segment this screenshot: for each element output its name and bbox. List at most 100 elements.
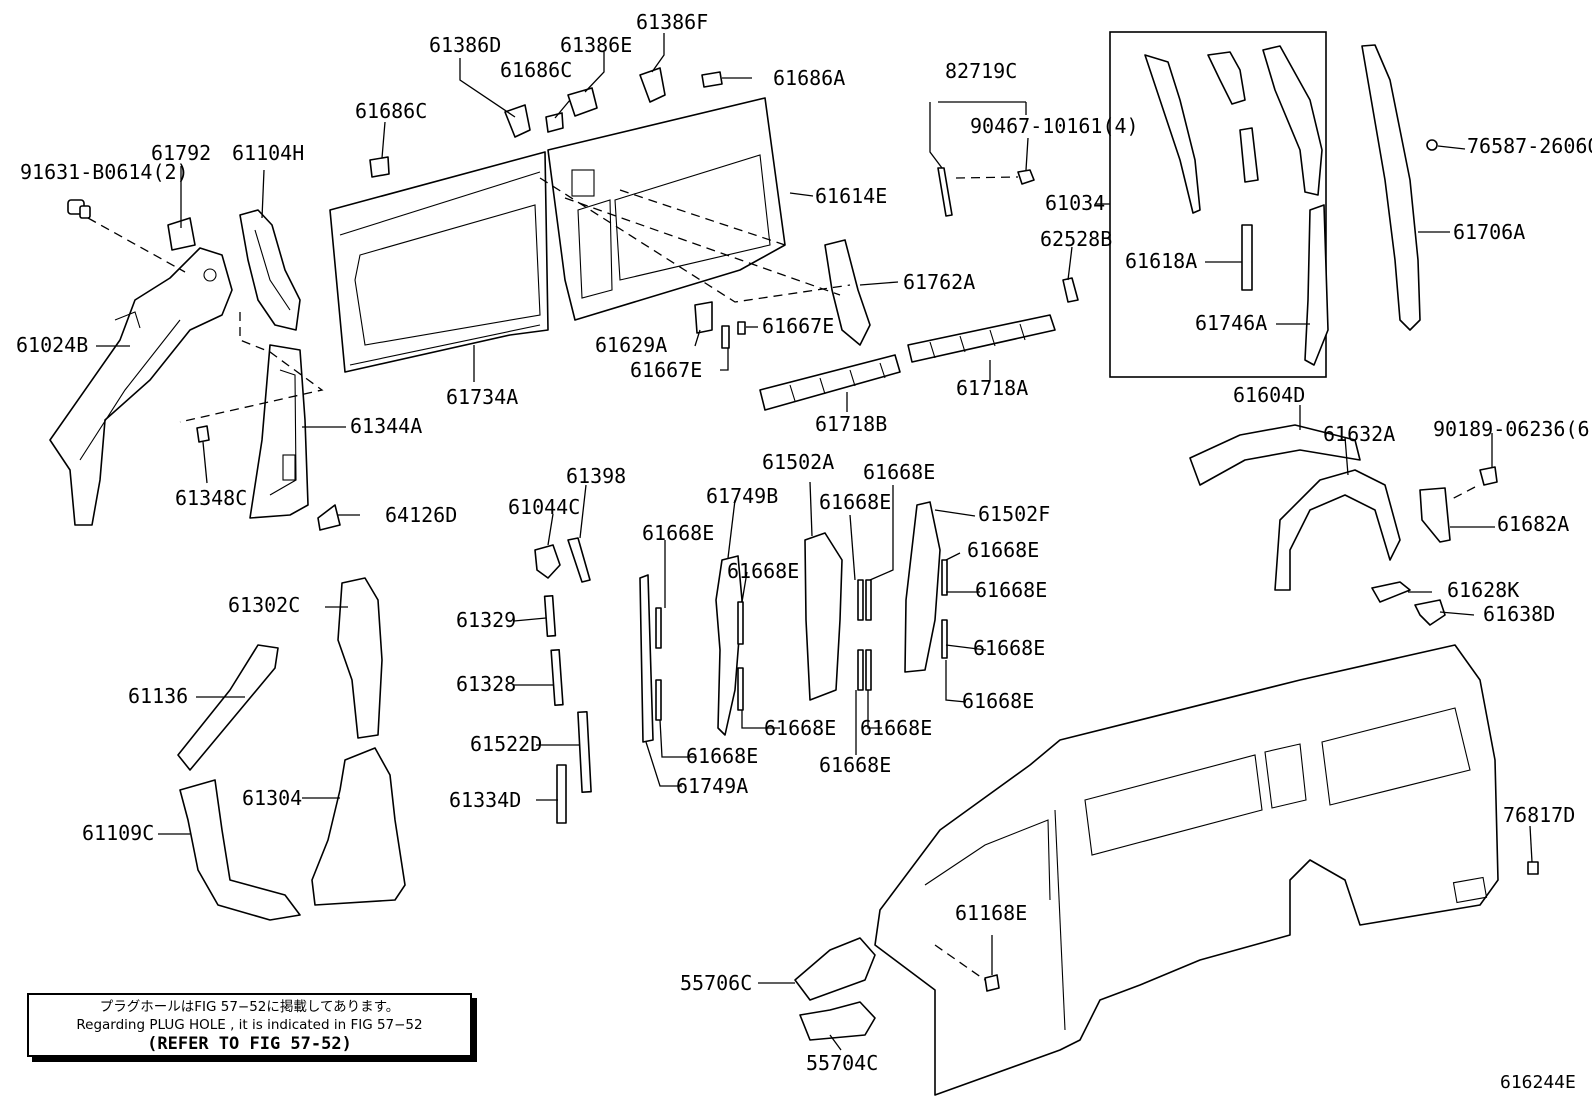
part-61682A — [1419, 487, 1451, 543]
part-61386F — [639, 67, 666, 103]
part-61034-a — [1144, 54, 1201, 214]
dashed-alignment-lines — [87, 176, 1476, 981]
part-55706C — [794, 937, 876, 1001]
label-61136: 61136 — [128, 684, 188, 708]
part-61792 — [167, 217, 196, 251]
label-61686C-left: 61686C — [355, 99, 427, 123]
label-76817D: 76817D — [1503, 803, 1575, 827]
label-61614E: 61614E — [815, 184, 887, 208]
label-82719C: 82719C — [945, 59, 1017, 83]
part-61304 — [311, 747, 406, 906]
part-61024B — [49, 247, 233, 526]
part-61734A — [329, 151, 549, 373]
part-61104H — [239, 209, 301, 331]
figure-id: 616244E — [1500, 1072, 1576, 1093]
part-61386D — [504, 104, 531, 138]
label-61638D: 61638D — [1483, 602, 1555, 626]
part-61034-c — [1239, 127, 1259, 183]
part-61618A — [1241, 224, 1253, 291]
part-61718B — [759, 354, 901, 411]
part-61348C — [196, 425, 210, 443]
part-61034-d — [1262, 45, 1323, 196]
label-61667E-2: 61667E — [630, 358, 702, 382]
label-61334D: 61334D — [449, 788, 521, 812]
label-61502F: 61502F — [978, 502, 1050, 526]
part-82719C — [937, 167, 953, 217]
label-61109C: 61109C — [82, 821, 154, 845]
label-90467-10161: 90467-10161(4) — [970, 114, 1139, 138]
label-61668E-b: 61668E — [819, 490, 891, 514]
part-55704C — [799, 1001, 876, 1041]
part-61302C — [337, 577, 383, 739]
label-61386E: 61386E — [560, 33, 632, 57]
label-61792: 61792 — [151, 141, 211, 165]
part-61718A — [907, 314, 1056, 363]
label-61668E-j: 61668E — [860, 716, 932, 740]
part-64126D — [317, 504, 341, 531]
note-reference: (REFER TO FIG 57-52) — [147, 1034, 352, 1054]
plug-hole-note: プラグホールはFIG 57−52に掲載してあります。 Regarding PLU… — [27, 993, 472, 1057]
label-76587-26060: 76587-26060 — [1467, 134, 1592, 158]
label-61682A: 61682A — [1497, 512, 1569, 536]
part-90467-10161 — [1017, 169, 1035, 185]
label-61718A: 61718A — [956, 376, 1028, 400]
label-61686A: 61686A — [773, 66, 845, 90]
label-61522D: 61522D — [470, 732, 542, 756]
part-61686A — [701, 71, 723, 88]
label-61034: 61034 — [1045, 191, 1105, 215]
part-62528B — [1062, 277, 1079, 303]
label-91631-B0614: 91631-B0614(2) — [20, 160, 189, 184]
label-61668E-k: 61668E — [819, 753, 891, 777]
part-61762A — [824, 239, 871, 346]
label-61746A: 61746A — [1195, 311, 1267, 335]
part-61629A — [694, 301, 713, 334]
part-61638D — [1414, 599, 1446, 626]
part-61746A — [1304, 204, 1329, 366]
label-61668E-e: 61668E — [727, 559, 799, 583]
label-62528B: 62528B — [1040, 227, 1112, 251]
label-61668E-d: 61668E — [967, 538, 1039, 562]
part-61522D — [577, 710, 592, 793]
part-61686C-top — [545, 112, 564, 133]
label-90189-06236: 90189-06236(6) — [1433, 417, 1592, 441]
label-61104H: 61104H — [232, 141, 304, 165]
part-61749B — [715, 555, 743, 736]
label-61668E-a: 61668E — [863, 460, 935, 484]
label-61668E-f: 61668E — [975, 578, 1047, 602]
part-61344A — [249, 344, 309, 519]
note-english: Regarding PLUG HOLE , it is indicated in… — [76, 1017, 423, 1033]
label-61328: 61328 — [456, 672, 516, 696]
label-61632A: 61632A — [1323, 422, 1395, 446]
label-61668E-l: 61668E — [686, 744, 758, 768]
label-61629A: 61629A — [595, 333, 667, 357]
label-61502A: 61502A — [762, 450, 834, 474]
label-64126D: 64126D — [385, 503, 457, 527]
part-90189-06236 — [1479, 466, 1498, 486]
note-japanese: プラグホールはFIG 57−52に掲載してあります。 — [99, 999, 400, 1015]
label-61734A: 61734A — [446, 385, 518, 409]
label-61344A: 61344A — [350, 414, 422, 438]
part-61398 — [567, 537, 591, 583]
label-55706C: 55706C — [680, 971, 752, 995]
part-61502F — [904, 501, 941, 673]
label-61398: 61398 — [566, 464, 626, 488]
label-61168E: 61168E — [955, 901, 1027, 925]
label-61044C: 61044C — [508, 495, 580, 519]
part-61686C-left — [369, 156, 390, 178]
part-61706A — [1361, 44, 1421, 331]
part-van-body — [874, 644, 1499, 1096]
part-76587-26060 — [1426, 139, 1438, 151]
part-61604D — [1189, 424, 1361, 486]
part-61632A — [1274, 469, 1401, 591]
part-labels: 61386D 61386E 61386F 61686C 61686A 61686… — [16, 10, 1592, 1075]
part-61502A — [804, 532, 843, 701]
part-61386E — [567, 87, 598, 117]
part-61109C — [179, 779, 301, 921]
leader-lines — [96, 33, 1533, 1051]
part-76817D — [1527, 861, 1539, 875]
label-61706A: 61706A — [1453, 220, 1525, 244]
part-61668E-group — [655, 559, 948, 721]
part-61749A — [639, 574, 654, 743]
label-61618A: 61618A — [1125, 249, 1197, 273]
